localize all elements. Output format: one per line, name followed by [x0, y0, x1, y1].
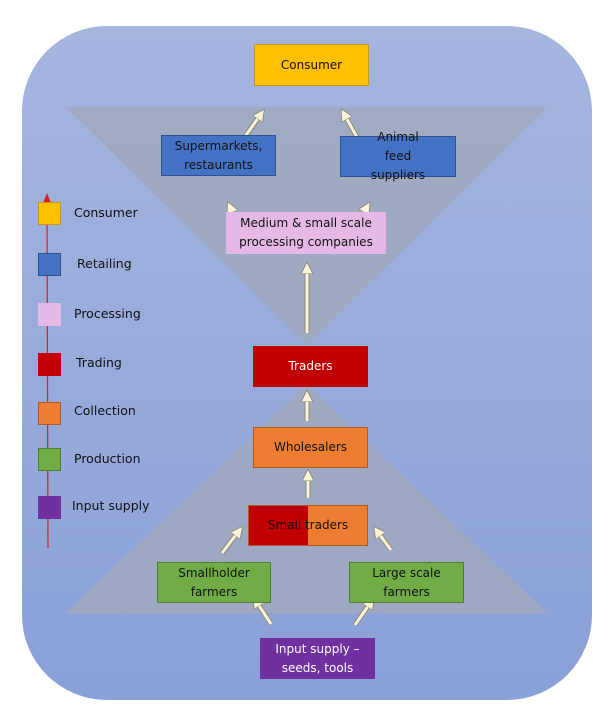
flow-arrow [352, 602, 371, 627]
legend-swatch-trading [38, 353, 61, 376]
node-label: Smallholder farmers [178, 565, 250, 599]
node-label: Consumer [280, 57, 343, 72]
node-label: Large scale farmers [372, 565, 441, 599]
node-wholesalers: Wholesalers [253, 427, 368, 468]
node-processing: Medium & small scale processing companie… [226, 212, 386, 254]
flow-arrow [220, 531, 239, 555]
legend-swatch-retailing [38, 253, 61, 276]
direction-arrow-head [43, 193, 51, 203]
node-label: Medium & small scale processing companie… [239, 216, 373, 249]
legend-swatch-collection [38, 402, 61, 425]
flow-arrow [256, 601, 274, 626]
node-traders: Traders [253, 346, 368, 387]
node-input-supply: Input supply – seeds, tools [260, 638, 375, 679]
legend-swatch-production [38, 448, 61, 471]
node-label: Wholesalers [273, 440, 348, 454]
node-large-scale: Large scale farmers [349, 562, 464, 603]
node-label: Supermarkets, restaurants [174, 138, 263, 172]
node-label: Animal feed suppliers [370, 130, 426, 182]
legend-swatch-input-supply [38, 496, 61, 519]
legend-label: Trading [76, 355, 122, 370]
legend-label: Consumer [74, 205, 138, 220]
legend-label: Processing [74, 306, 141, 321]
legend-label: Collection [74, 403, 136, 418]
legend-label: Retailing [77, 256, 132, 271]
legend-label: Input supply [72, 498, 150, 513]
node-animal-feed: Animal feed suppliers [340, 130, 456, 182]
node-label: Input supply – seeds, tools [275, 641, 360, 675]
flow-arrow [344, 114, 361, 141]
node-consumer: Consumer [254, 44, 369, 86]
flow-arrow [241, 114, 261, 140]
node-small-traders: Small traders [248, 505, 368, 546]
lower-funnel-triangle [66, 384, 547, 613]
node-supermarkets: Supermarkets, restaurants [161, 135, 276, 176]
node-label: Traders [288, 359, 333, 373]
node-smallholder: Smallholder farmers [157, 562, 271, 603]
flow-arrow [377, 531, 394, 552]
node-label: Small traders [267, 518, 349, 532]
legend-swatch-processing [38, 303, 61, 326]
legend-label: Production [74, 451, 141, 466]
legend-swatch-consumer [38, 202, 61, 225]
